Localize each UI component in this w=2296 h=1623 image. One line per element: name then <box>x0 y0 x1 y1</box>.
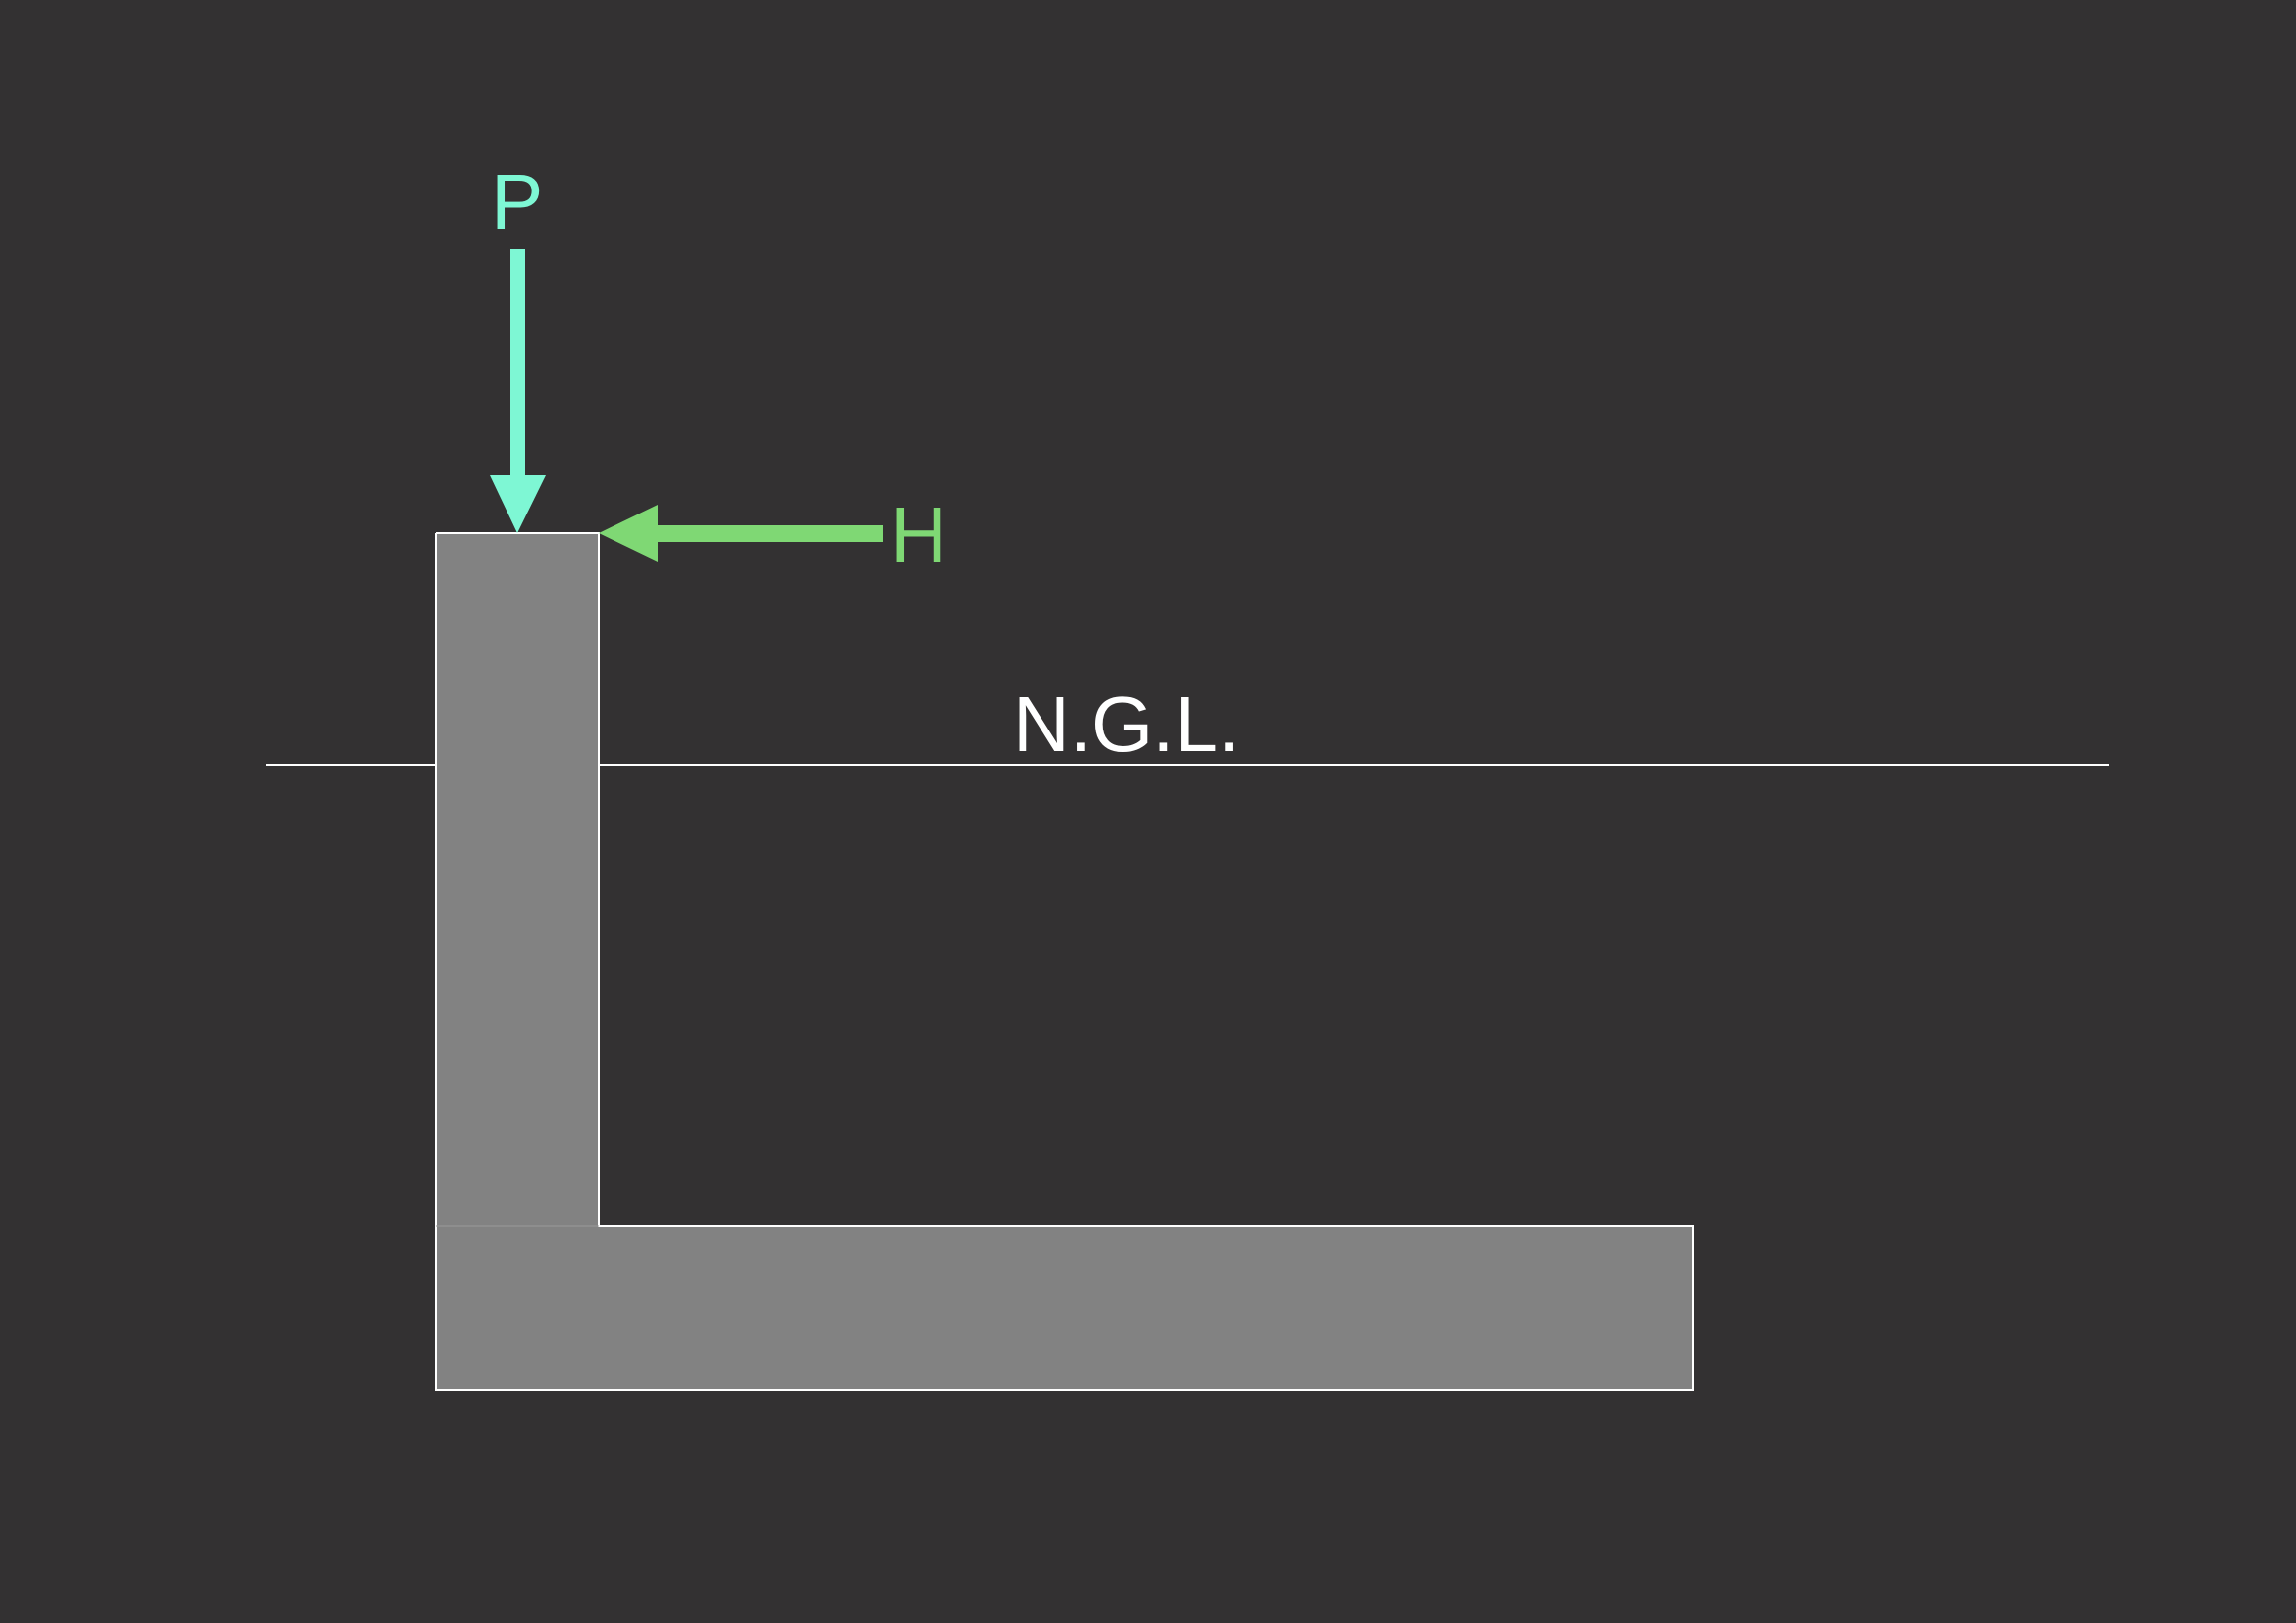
horizontal-load-arrowhead <box>599 505 658 562</box>
vertical-load-arrowhead <box>490 475 546 533</box>
vertical-load-arrow <box>490 249 546 533</box>
horizontal-load-label: H <box>890 491 947 578</box>
footing-body <box>436 533 1693 1390</box>
horizontal-load-arrow <box>599 505 883 562</box>
vertical-load-label: P <box>491 158 543 245</box>
ground-level-label: N.G.L. <box>1013 680 1240 768</box>
vertical-load-shaft <box>510 249 525 477</box>
horizontal-load-shaft <box>656 525 883 542</box>
